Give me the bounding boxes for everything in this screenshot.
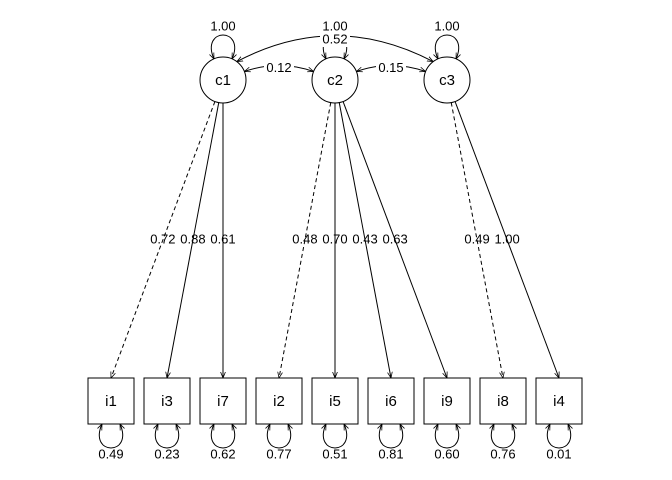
- residual-label-i4: 0.01: [546, 446, 571, 461]
- indicator-label-i9: i9: [441, 393, 453, 410]
- latent-label-c1: c1: [215, 72, 231, 89]
- indicator-node-i2: [255, 377, 303, 425]
- variance-label-c3: 1.00: [434, 18, 459, 33]
- covariance-label-c2-c3: 0.15: [378, 60, 403, 75]
- latent-node-c2: [311, 56, 359, 104]
- residual-loop-i8: [491, 424, 514, 449]
- variance-loop-c1: [211, 34, 234, 59]
- loading-label-c3-i8: 0.49: [464, 231, 489, 246]
- loading-arrow-c3-i8: [450, 102, 503, 378]
- loading-label-c2-i6: 0.43: [352, 231, 377, 246]
- indicator-label-i1: i1: [105, 393, 117, 410]
- loading-label-c2-i9: 0.63: [382, 231, 407, 246]
- loading-label-c1-i1: 0.72: [150, 231, 175, 246]
- indicator-node-i6: [367, 377, 415, 425]
- indicator-label-i7: i7: [217, 393, 229, 410]
- variance-loop-c3: [435, 34, 458, 59]
- residual-loop-i6: [379, 424, 402, 449]
- loading-label-c2-i5: 0.70: [322, 231, 347, 246]
- latent-label-c3: c3: [439, 72, 455, 89]
- loading-label-c1-i7: 0.61: [210, 231, 235, 246]
- residual-label-i2: 0.77: [266, 446, 291, 461]
- indicator-label-i8: i8: [497, 393, 509, 410]
- loading-arrow-c1-i3: [167, 102, 220, 378]
- covariance-label-c1-c2: 0.12: [266, 60, 291, 75]
- variance-label-c2: 1.00: [322, 18, 347, 33]
- indicator-node-i9: [423, 377, 471, 425]
- residual-label-i5: 0.51: [322, 446, 347, 461]
- loading-arrow-c2-i6: [338, 102, 391, 378]
- indicator-node-i3: [143, 377, 191, 425]
- residual-loop-i4: [547, 424, 570, 449]
- indicator-node-i4: [535, 377, 583, 425]
- residual-label-i9: 0.60: [434, 446, 459, 461]
- residual-loop-i5: [323, 424, 346, 449]
- residual-loop-i7: [211, 424, 234, 449]
- loading-arrow-c3-i4: [454, 101, 559, 378]
- residual-loop-i2: [267, 424, 290, 449]
- residual-label-i3: 0.23: [154, 446, 179, 461]
- residual-loop-i3: [155, 424, 178, 449]
- latent-node-c1: [199, 56, 247, 104]
- latent-label-c2: c2: [327, 72, 343, 89]
- loading-label-c3-i4: 1.00: [494, 231, 519, 246]
- indicator-node-i5: [311, 377, 359, 425]
- covariance-label-c1-c3: 0.52: [322, 31, 347, 46]
- residual-label-i1: 0.49: [98, 446, 123, 461]
- residual-loop-i1: [99, 424, 122, 449]
- covariance-label-bg: [264, 61, 294, 76]
- indicator-label-i4: i4: [553, 393, 565, 410]
- loading-arrow-c2-i9: [342, 101, 447, 378]
- indicator-node-i1: [87, 377, 135, 425]
- indicator-node-i8: [479, 377, 527, 425]
- residual-label-i6: 0.81: [378, 446, 403, 461]
- variance-label-c1: 1.00: [210, 18, 235, 33]
- latent-node-c3: [423, 56, 471, 104]
- residual-label-i8: 0.76: [490, 446, 515, 461]
- loading-arrow-c1-i1: [111, 101, 216, 378]
- indicator-label-i2: i2: [273, 393, 285, 410]
- indicator-node-i7: [199, 377, 247, 425]
- loading-label-c2-i2: 0.48: [292, 231, 317, 246]
- loading-label-c1-i3: 0.88: [180, 231, 205, 246]
- indicator-label-i3: i3: [161, 393, 173, 410]
- covariance-label-bg: [376, 61, 406, 76]
- residual-label-i7: 0.62: [210, 446, 235, 461]
- indicator-label-i5: i5: [329, 393, 341, 410]
- residual-loop-i9: [435, 424, 458, 449]
- indicator-label-i6: i6: [385, 393, 397, 410]
- covariance-label-bg: [320, 33, 350, 47]
- loading-arrow-c2-i2: [279, 102, 332, 378]
